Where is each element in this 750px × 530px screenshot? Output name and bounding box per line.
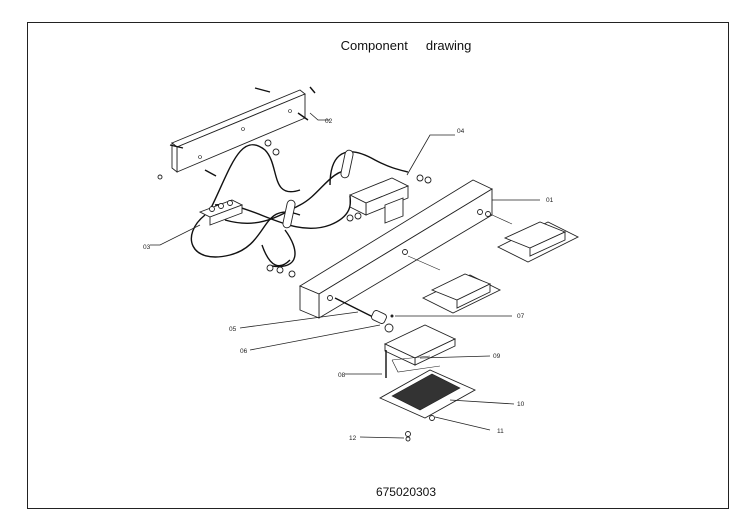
callout-06: 06	[240, 348, 248, 355]
terminal-block	[198, 199, 244, 226]
lamp-head-middle	[407, 255, 502, 314]
callout-05: 05	[229, 326, 237, 333]
callout-04: 04	[457, 128, 465, 135]
clip-bracket	[385, 350, 441, 378]
callout-11: 11	[497, 428, 504, 435]
drawing-frame	[27, 22, 729, 509]
callout-09: 09	[493, 353, 501, 360]
lamp-head-right	[489, 213, 580, 263]
arm-tube	[334, 297, 394, 333]
mounting-screws	[157, 86, 316, 180]
led-plate	[378, 369, 477, 419]
callout-03: 03	[143, 244, 151, 251]
drawing-number: 675020303	[375, 485, 437, 499]
mounting-bracket	[171, 89, 306, 173]
callout-02: 02	[325, 118, 333, 125]
drawing-title: Component drawing	[340, 38, 472, 53]
lamp-head-front	[383, 324, 457, 366]
leader-lines	[150, 112, 540, 439]
callout-12: 12	[349, 435, 357, 442]
connector-sleeves	[282, 149, 354, 229]
callout-10: 10	[517, 401, 525, 408]
small-screws	[390, 314, 435, 442]
driver-box	[348, 177, 410, 224]
washers-nuts	[264, 139, 491, 301]
callout-07: 07	[517, 313, 525, 320]
callout-01: 01	[546, 197, 554, 204]
callout-08: 08	[338, 372, 346, 379]
